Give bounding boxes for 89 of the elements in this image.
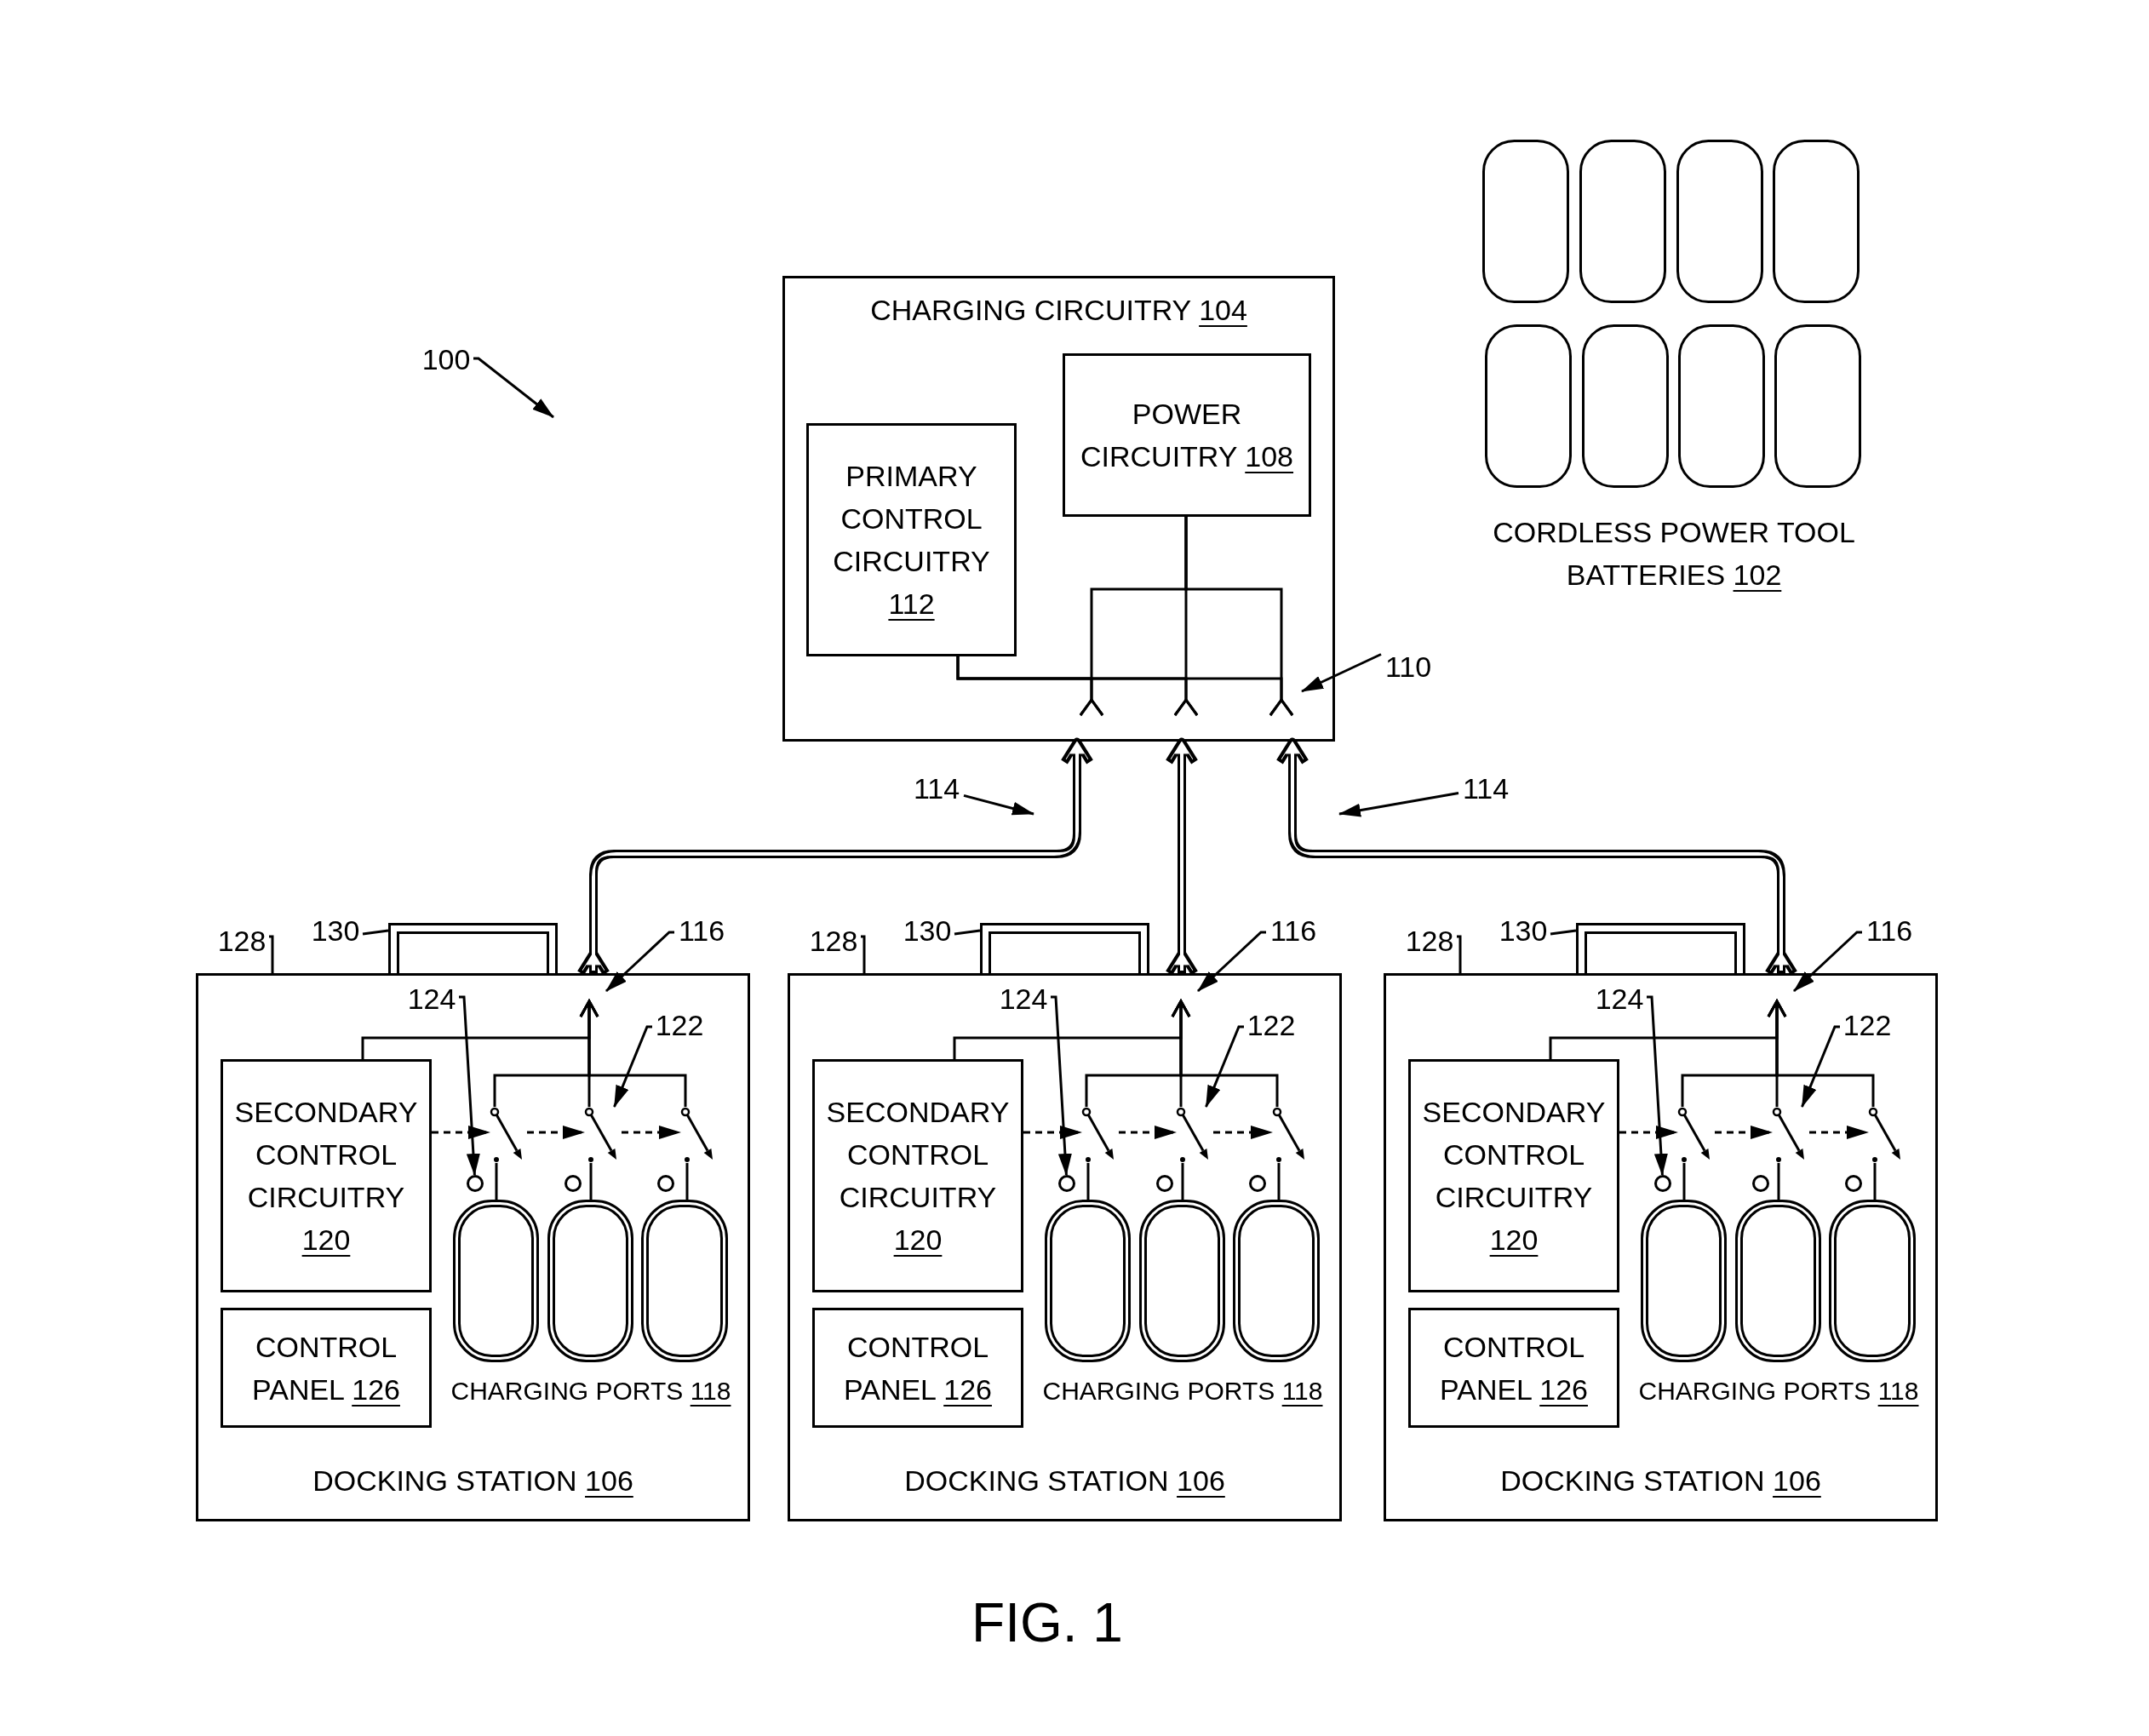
reference-numeral: 130	[903, 914, 952, 948]
wire	[956, 656, 1294, 717]
leader-line	[459, 995, 480, 1176]
reference-numeral: 122	[655, 1008, 704, 1042]
control-circuitry-block	[806, 423, 1017, 656]
leader-line	[362, 929, 389, 936]
block-label: PRIMARY CONTROL CIRCUITRY 112	[832, 459, 991, 622]
leader-line	[613, 1025, 652, 1108]
control-signal-line	[527, 1126, 585, 1139]
caption-text: CHARGING PORTS 118	[1638, 1376, 1919, 1407]
reference-numeral: 116	[1865, 914, 1913, 948]
reference-numeral: 116	[1269, 914, 1317, 948]
leader-line	[861, 935, 866, 973]
leader-line	[1457, 935, 1462, 973]
figure-caption: FIG. 1	[971, 1591, 1124, 1655]
caption-text: CHARGING PORTS 118	[450, 1376, 731, 1407]
wire	[495, 1163, 498, 1200]
leader-line	[1338, 792, 1459, 817]
block-label: CONTROL PANEL 126	[843, 1329, 993, 1407]
docking-station-housing	[1384, 973, 1938, 1521]
block-label: CONTROL PANEL 126	[251, 1329, 401, 1407]
control-circuitry-block	[812, 1059, 1023, 1292]
leader-line	[963, 794, 1034, 816]
block-label: DOCKING STATION 106	[312, 1464, 633, 1498]
wire	[953, 1000, 1191, 1059]
control-signal-line	[1715, 1126, 1773, 1139]
leader-line	[1196, 931, 1266, 993]
control-signal-line	[1119, 1126, 1177, 1139]
leader-line	[1301, 653, 1382, 693]
block-label: CONTROL PANEL 126	[1439, 1329, 1589, 1407]
control-signal-line	[1023, 1126, 1082, 1139]
leader-line	[1792, 931, 1862, 993]
control-signal-line	[1619, 1126, 1678, 1139]
power-circuitry-block	[1063, 353, 1311, 517]
control-signal-line	[432, 1126, 490, 1139]
reference-numeral: 114	[913, 771, 960, 805]
leader-line	[1647, 995, 1668, 1176]
charging-circuitry-block	[782, 276, 1335, 742]
reference-numeral: 116	[678, 914, 725, 948]
caption-text: CORDLESS POWER TOOL BATTERIES 102	[1492, 515, 1856, 593]
reference-numeral: 124	[407, 982, 456, 1016]
reference-numeral: 130	[311, 914, 360, 948]
control-signal-line	[1809, 1126, 1869, 1139]
leader-line	[1205, 1025, 1244, 1108]
leader-line	[269, 935, 274, 973]
wire	[589, 1163, 593, 1200]
wire	[1277, 1163, 1281, 1200]
reference-numeral: 130	[1499, 914, 1548, 948]
wire	[1086, 1163, 1090, 1200]
reference-numeral: 122	[1842, 1008, 1892, 1042]
block-label: POWER CIRCUITRY 108	[1079, 397, 1295, 474]
wire	[1549, 1000, 1787, 1059]
control-panel-block	[221, 1308, 432, 1428]
control-signal-line	[622, 1126, 681, 1139]
docking-station-housing	[196, 973, 750, 1521]
control-circuitry-block	[1408, 1059, 1619, 1292]
reference-numeral: 114	[1462, 771, 1510, 805]
leader-line	[1051, 995, 1072, 1176]
control-signal-line	[1213, 1126, 1273, 1139]
block-label: DOCKING STATION 106	[904, 1464, 1225, 1498]
reference-numeral: 110	[1384, 650, 1432, 684]
wire	[1682, 1163, 1686, 1200]
reference-numeral: 100	[421, 342, 471, 376]
caption-text: CHARGING PORTS 118	[1042, 1376, 1323, 1407]
block-label: CHARGING CIRCUITRY 104	[870, 293, 1247, 328]
control-circuitry-block	[221, 1059, 432, 1292]
block-label: DOCKING STATION 106	[1500, 1464, 1821, 1498]
leader-line	[954, 929, 981, 936]
control-panel-block	[1408, 1308, 1619, 1428]
wire	[1873, 1163, 1877, 1200]
control-panel-block	[812, 1308, 1023, 1428]
wire	[1181, 1163, 1184, 1200]
block-label: SECONDARY CONTROL CIRCUITRY 120	[825, 1095, 1011, 1258]
wire	[361, 1000, 599, 1059]
reference-numeral: 124	[1595, 982, 1644, 1016]
reference-numeral: 128	[1405, 924, 1454, 958]
leader-line	[1550, 929, 1577, 936]
block-label: SECONDARY CONTROL CIRCUITRY 120	[1421, 1095, 1607, 1258]
wire	[685, 1163, 689, 1200]
leader-line	[605, 931, 674, 993]
wire	[1777, 1163, 1780, 1200]
docking-station-housing	[788, 973, 1342, 1521]
reference-numeral: 122	[1246, 1008, 1296, 1042]
reference-numeral: 128	[217, 924, 266, 958]
reference-numeral: 124	[999, 982, 1048, 1016]
leader-line	[1801, 1025, 1840, 1108]
reference-numeral: 128	[809, 924, 858, 958]
block-label: SECONDARY CONTROL CIRCUITRY 120	[233, 1095, 419, 1258]
leader-line	[473, 357, 554, 419]
